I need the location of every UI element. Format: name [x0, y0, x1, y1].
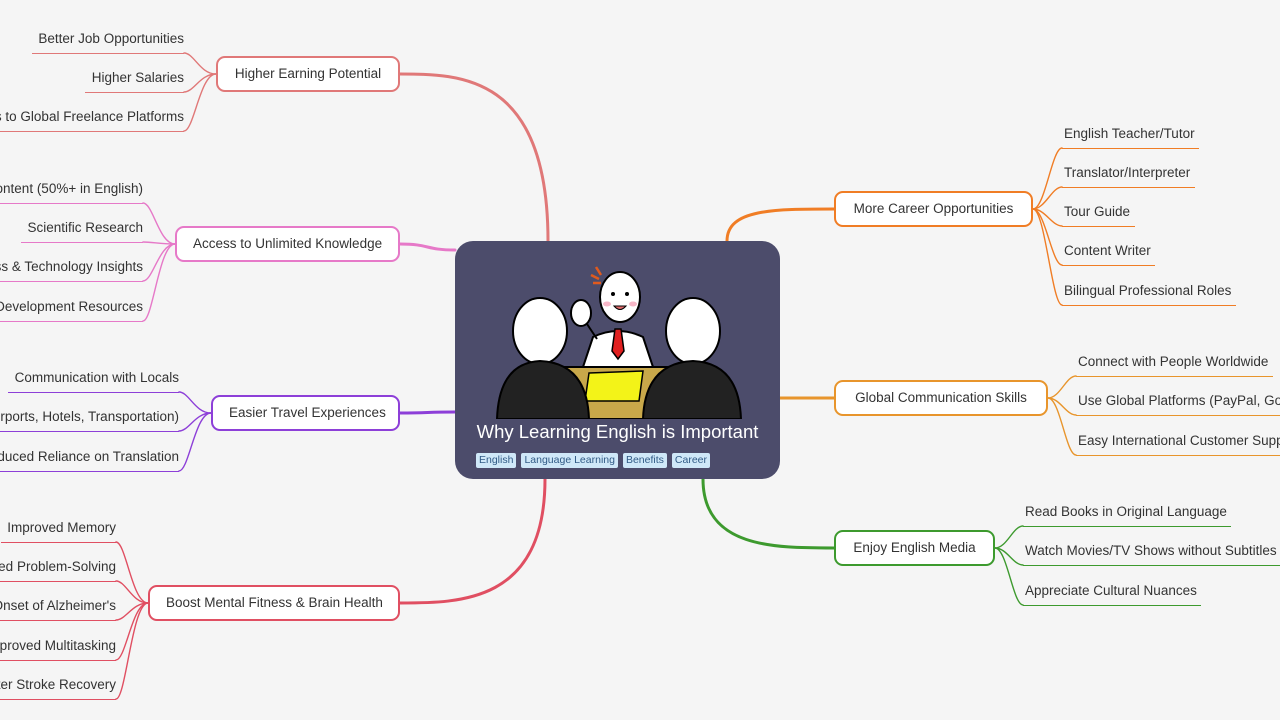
- leaf-item[interactable]: Self-Development Resources: [0, 296, 143, 322]
- leaf-item[interactable]: Improved Multitasking: [0, 635, 116, 661]
- leaf-connector: [183, 52, 217, 75]
- leaf-item[interactable]: Watch Movies/TV Shows without Subtitles: [1023, 540, 1280, 566]
- leaf-connector: [142, 202, 176, 245]
- leaf-connector: [178, 412, 212, 472]
- branch-connector: [398, 477, 547, 605]
- leaf-connector: [115, 602, 149, 700]
- leaf-item[interactable]: Delayed Onset of Alzheimer's: [0, 595, 116, 621]
- leaf-connector: [1047, 397, 1077, 456]
- leaf-connector: [142, 241, 176, 245]
- leaf-item[interactable]: Navigation (Airports, Hotels, Transporta…: [0, 406, 179, 432]
- leaf-item[interactable]: Reduced Reliance on Translation: [0, 446, 179, 472]
- leaf-connector: [115, 580, 149, 604]
- leaf-item[interactable]: Improved Memory: [1, 517, 116, 543]
- branch-connector: [398, 242, 457, 252]
- leaf-connector: [178, 391, 212, 414]
- leaf-connector: [994, 525, 1024, 549]
- leaf-connector: [183, 73, 217, 132]
- tag-career[interactable]: Career: [671, 453, 711, 468]
- leaf-item[interactable]: Higher Salaries: [85, 67, 184, 93]
- leaf-connector: [1032, 147, 1063, 210]
- leaf-item[interactable]: Bilingual Professional Roles: [1062, 280, 1236, 306]
- branch-english-media[interactable]: Enjoy English Media: [834, 530, 995, 566]
- leaf-connector: [1032, 208, 1063, 306]
- leaf-item[interactable]: Internet Content (50%+ in English): [0, 178, 143, 204]
- tag-english[interactable]: English: [476, 453, 517, 468]
- leaf-connector: [994, 547, 1024, 606]
- leaf-item[interactable]: Appreciate Cultural Nuances: [1023, 580, 1201, 606]
- leaf-item[interactable]: Communication with Locals: [8, 367, 179, 393]
- branch-easier-travel[interactable]: Easier Travel Experiences: [211, 395, 400, 431]
- leaf-item[interactable]: Better Job Opportunities: [32, 28, 184, 54]
- leaf-item[interactable]: Content Writer: [1062, 240, 1155, 266]
- leaf-item[interactable]: Tour Guide: [1062, 201, 1135, 227]
- leaf-item[interactable]: Read Books in Original Language: [1023, 501, 1231, 527]
- branch-connector: [725, 207, 836, 243]
- branch-career-opportunities[interactable]: More Career Opportunities: [834, 191, 1033, 227]
- leaf-connector: [1032, 186, 1063, 210]
- leaf-item[interactable]: English Teacher/Tutor: [1062, 123, 1199, 149]
- leaf-item[interactable]: Business & Technology Insights: [0, 256, 143, 282]
- leaf-item[interactable]: Translator/Interpreter: [1062, 162, 1195, 188]
- leaf-item[interactable]: Easy International Customer Support: [1076, 430, 1280, 456]
- leaf-item[interactable]: Access to Global Freelance Platforms: [0, 106, 184, 132]
- leaf-item[interactable]: Connect with People Worldwide: [1076, 351, 1273, 377]
- branch-connector: [398, 72, 550, 243]
- leaf-connector: [115, 541, 149, 604]
- leaf-item[interactable]: Scientific Research: [21, 217, 143, 243]
- branch-connector: [398, 410, 457, 415]
- leaf-item[interactable]: Enhanced Problem-Solving: [0, 556, 116, 582]
- topic-tags: English Language Learning Benefits Career: [476, 453, 711, 468]
- branch-global-communication[interactable]: Global Communication Skills: [834, 380, 1048, 416]
- leaf-connector: [142, 243, 176, 322]
- tag-benefits[interactable]: Benefits: [622, 453, 667, 468]
- leaf-connector: [1047, 375, 1077, 399]
- central-topic[interactable]: Why Learning English is Important Englis…: [455, 241, 780, 479]
- leaf-connector: [115, 602, 149, 661]
- branch-connector: [701, 477, 836, 550]
- meeting-illustration: [495, 266, 743, 419]
- leaf-item[interactable]: Faster Stroke Recovery: [0, 674, 116, 700]
- branch-higher-earning[interactable]: Higher Earning Potential: [216, 56, 400, 92]
- branch-unlimited-knowledge[interactable]: Access to Unlimited Knowledge: [175, 226, 400, 262]
- tag-language-learning[interactable]: Language Learning: [521, 453, 618, 468]
- leaf-item[interactable]: Use Global Platforms (PayPal, Google): [1076, 390, 1280, 416]
- central-topic-title: Why Learning English is Important: [476, 421, 759, 442]
- branch-mental-fitness[interactable]: Boost Mental Fitness & Brain Health: [148, 585, 400, 621]
